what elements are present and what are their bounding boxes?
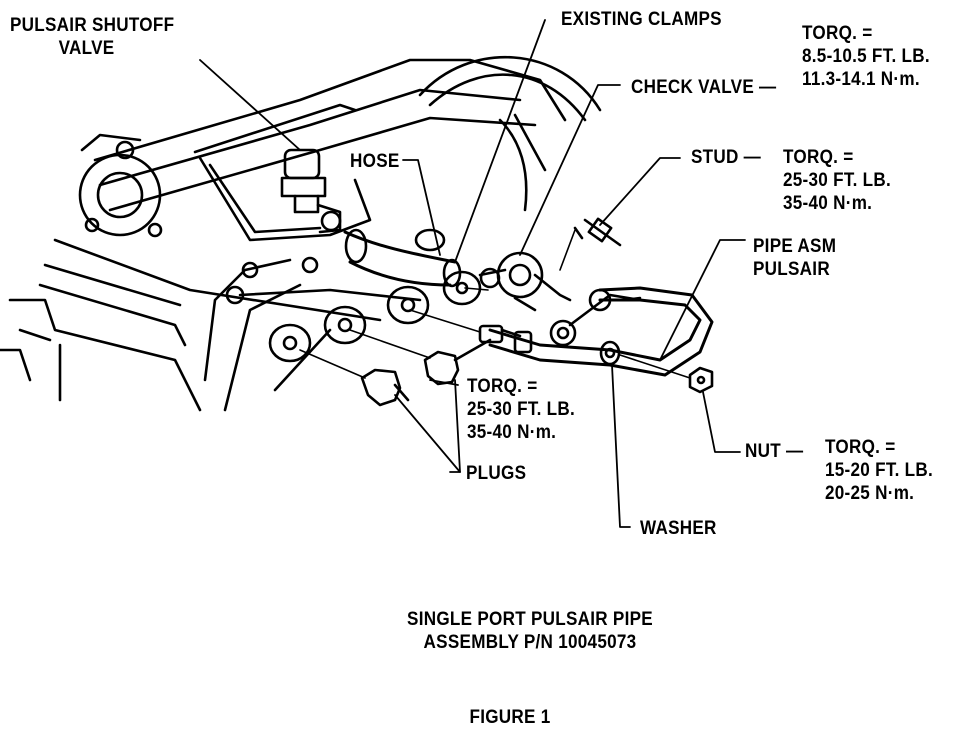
manifold-ports bbox=[225, 228, 482, 363]
nut-drawing bbox=[688, 366, 714, 394]
plugs-drawing bbox=[360, 350, 460, 407]
top-torque-line-2: 8.5-10.5 FT. LB. bbox=[802, 46, 930, 67]
stud-torque-line-1: TORQ. = bbox=[783, 147, 854, 168]
stud-torque-line-2: 25-30 FT. LB. bbox=[783, 170, 892, 191]
nut-torque-line-2: 15-20 FT. LB. bbox=[825, 460, 934, 481]
figure-number: FIGURE 1 bbox=[469, 707, 551, 728]
valve-cover-drawing bbox=[0, 58, 567, 412]
shutoff-valve-line-1: PULSAIR SHUTOFF bbox=[10, 15, 175, 36]
figure-caption: SINGLE PORT PULSAIR PIPE ASSEMBLY P/N 10… bbox=[395, 608, 665, 654]
top-torque-line-1: TORQ. = bbox=[802, 23, 873, 44]
check-valve-label: CHECK VALVE — bbox=[631, 77, 777, 98]
plug-torque-label: TORQ. = 25-30 FT. LB. 35-40 N·m. bbox=[467, 375, 575, 444]
nut-torque-line-3: 20-25 N·m. bbox=[825, 483, 915, 504]
plug-torque-line-1: TORQ. = bbox=[467, 376, 538, 397]
stud-torque-label: TORQ. = 25-30 FT. LB. 35-40 N·m. bbox=[783, 146, 891, 215]
washer-label: WASHER bbox=[640, 518, 717, 539]
plug-torque-line-3: 35-40 N·m. bbox=[467, 422, 557, 443]
plugs-label: PLUGS bbox=[466, 463, 527, 484]
nut-torque-line-1: TORQ. = bbox=[825, 437, 896, 458]
plug-torque-line-2: 25-30 FT. LB. bbox=[467, 399, 576, 420]
hose-label: HOSE bbox=[350, 151, 400, 172]
shutoff-valve-line-2: VALVE bbox=[58, 38, 115, 59]
leader-lines bbox=[199, 19, 746, 528]
top-torque-line-3: 11.3-14.1 N·m. bbox=[802, 69, 920, 90]
pipe-asm-label: PIPE ASM PULSAIR bbox=[753, 235, 836, 281]
shutoff-valve-label: PULSAIR SHUTOFF VALVE bbox=[10, 14, 174, 60]
nut-torque-label: TORQ. = 15-20 FT. LB. 20-25 N·m. bbox=[825, 436, 933, 505]
nut-label: NUT — bbox=[745, 441, 804, 462]
assembly-guide-lines bbox=[299, 229, 691, 379]
pipe-asm-line-2: PULSAIR bbox=[753, 259, 830, 280]
shutoff-valve-drawing bbox=[280, 148, 342, 234]
pulsair-pipe-drawing bbox=[453, 286, 714, 377]
stud-label: STUD — bbox=[691, 147, 762, 168]
pipe-asm-line-1: PIPE ASM bbox=[753, 236, 837, 257]
stud-torque-line-3: 35-40 N·m. bbox=[783, 193, 873, 214]
stud-drawing bbox=[573, 217, 622, 247]
caption-line-1: SINGLE PORT PULSAIR PIPE bbox=[407, 609, 653, 630]
existing-clamps-label: EXISTING CLAMPS bbox=[561, 9, 722, 30]
front-cover-boss bbox=[78, 133, 163, 238]
air-cleaner-drawing bbox=[418, 55, 602, 212]
check-valve-drawing bbox=[478, 251, 572, 312]
top-torque-label: TORQ. = 8.5-10.5 FT. LB. 11.3-14.1 N·m. bbox=[802, 22, 930, 91]
caption-line-2: ASSEMBLY P/N 10045073 bbox=[423, 632, 637, 653]
hose-drawing bbox=[343, 228, 462, 288]
